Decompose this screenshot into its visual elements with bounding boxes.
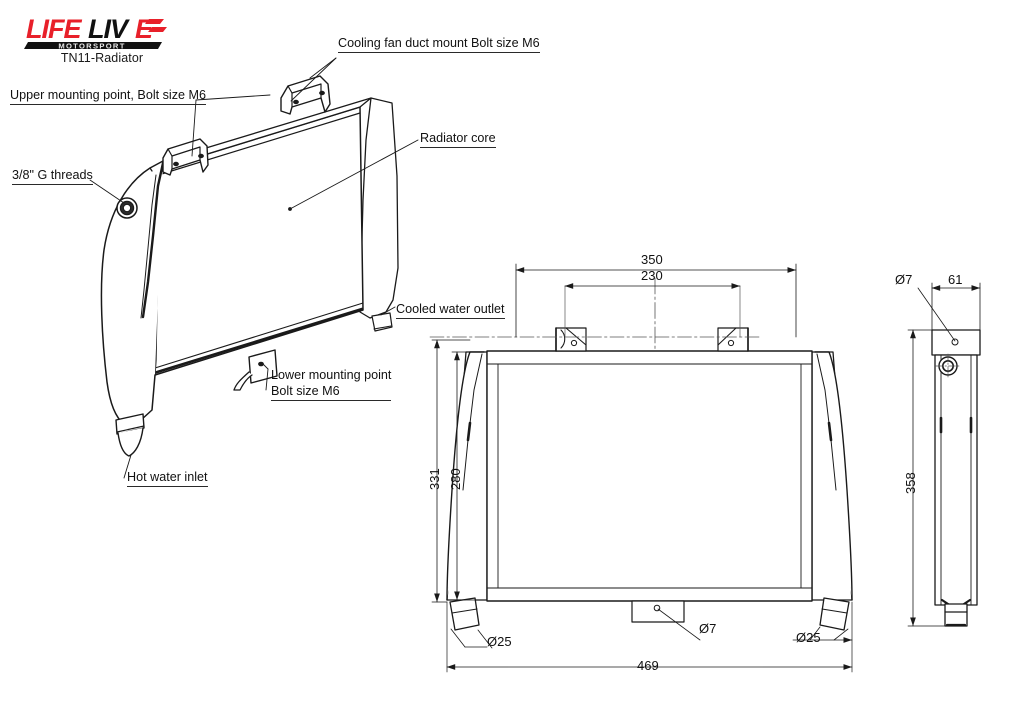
front-top-bracket-right [717, 327, 749, 352]
dim-front-height-outer: 331 [427, 468, 442, 490]
iso-cooling-fan-duct-bracket [280, 75, 331, 115]
callout-upper-mounting: Upper mounting point, Bolt size M6 [10, 88, 207, 105]
callout-cooled-water-outlet: Cooled water outlet [396, 302, 505, 319]
svg-text:LIFE: LIFE [26, 14, 82, 44]
dim-front-top-inner: 230 [641, 268, 663, 283]
front-top-bracket-left [555, 327, 587, 352]
dim-front-width-overall: 469 [637, 658, 659, 673]
iso-hot-water-inlet [115, 413, 145, 457]
isometric-view [89, 57, 419, 479]
callout-hot-water-inlet: Hot water inlet [127, 470, 208, 487]
dim-front-top-outer: 350 [641, 252, 663, 267]
callout-radiator-core-text: Radiator core [420, 131, 496, 148]
dim-front-port-left: Ø25 [487, 634, 512, 649]
callout-lower-mounting: Lower mounting point Bolt size M6 [271, 368, 392, 401]
side-body [934, 354, 978, 606]
callout-cooling-fan-duct: Cooling fan duct mount Bolt size M6 [338, 36, 540, 53]
front-right-port [819, 597, 850, 631]
front-bottom-mounting-tab [631, 600, 685, 623]
iso-left-tank [100, 160, 165, 457]
dim-front-height-inner: 280 [448, 468, 463, 490]
dim-front-center-hole: Ø7 [699, 621, 717, 636]
callout-g-threads: 3/8" G threads [12, 168, 93, 185]
brand-logo: LIFE LIV E MOTORSPORT [22, 8, 182, 58]
iso-upper-mounting-bracket-left [162, 138, 209, 176]
side-view [907, 282, 981, 627]
callout-g-threads-text: 3/8" G threads [12, 168, 93, 185]
side-g-thread-port [935, 353, 961, 379]
dim-side-hole: Ø7 [895, 272, 913, 287]
side-top-tank [931, 329, 981, 356]
dim-front-port-right: Ø25 [796, 630, 821, 645]
logo-mark: LIFE LIV E MOTORSPORT [24, 14, 167, 51]
logo-text-liv: LIV [88, 14, 131, 44]
front-right-tank [811, 351, 853, 601]
front-view-dimension-lines [429, 263, 853, 673]
page-title: TN11-Radiator [60, 51, 144, 65]
side-bottom-outlet [940, 598, 972, 627]
front-left-port [449, 597, 480, 631]
callout-lower-mounting-line2: Bolt size M6 [271, 384, 392, 401]
callout-radiator-core: Radiator core [420, 131, 496, 148]
logo-tagline: MOTORSPORT [58, 42, 125, 51]
iso-leader-lines [89, 57, 419, 479]
front-radiator-core [486, 350, 813, 602]
callout-cooled-water-outlet-text: Cooled water outlet [396, 302, 505, 319]
dim-side-depth: 61 [948, 272, 963, 287]
callout-cooling-fan-duct-text: Cooling fan duct mount Bolt size M6 [338, 36, 540, 53]
callout-hot-water-inlet-text: Hot water inlet [127, 470, 208, 487]
front-view [429, 263, 853, 673]
logo-text-life: LIFE [26, 14, 83, 44]
logo-speed-lines [145, 19, 167, 32]
dim-side-height: 358 [903, 472, 918, 494]
logo-underbar [24, 42, 162, 49]
iso-lower-mounting-bracket [233, 349, 278, 391]
svg-text:LIV: LIV [88, 14, 130, 44]
callout-lower-mounting-line1: Lower mounting point [271, 368, 392, 382]
side-view-dimension-lines [907, 282, 981, 627]
callout-upper-mounting-text: Upper mounting point, Bolt size M6 [10, 88, 207, 105]
